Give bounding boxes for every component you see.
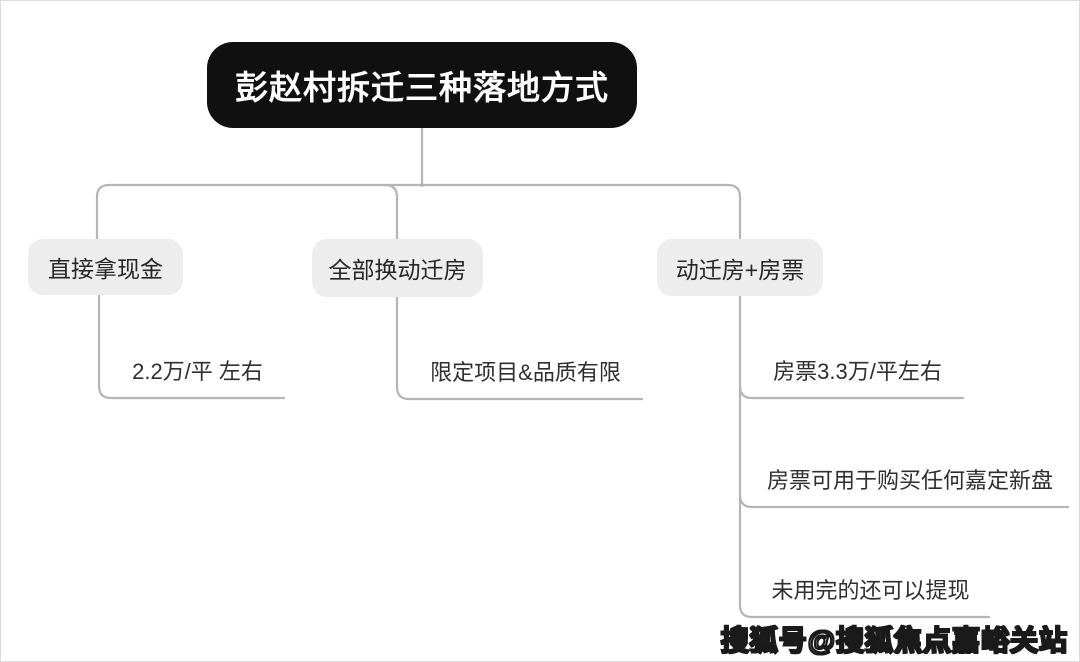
leaf-limited-projects: 限定项目&品质有限 xyxy=(430,360,621,385)
connector-leaf-limited xyxy=(395,295,644,401)
leaf-cash-price: 2.2万/平 左右 xyxy=(132,359,263,384)
leaf-ticket-usage: 房票可用于购买任何嘉定新盘 xyxy=(766,468,1053,493)
leaf-ticket-price: 房票3.3万/平左右 xyxy=(773,359,942,384)
connector-leaf-ticket-use xyxy=(738,493,1070,509)
watermark-text: 搜狐号@搜狐焦点嘉峪关站 xyxy=(720,624,1068,657)
root-node: 彭赵村拆迁三种落地方式 xyxy=(207,42,637,128)
connector-leaf-cash xyxy=(97,293,286,400)
connector-main-rail xyxy=(95,183,742,242)
leaf-ticket-withdraw: 未用完的还可以提现 xyxy=(771,578,970,603)
branch-node-relocation-housing: 全部换动迁房 xyxy=(312,239,483,297)
connector-leaf-ticket-cash xyxy=(738,603,991,619)
branch-node-cash: 直接拿现金 xyxy=(28,239,183,295)
connector-middle-drop xyxy=(383,183,399,242)
connector-leaf-ticket-price xyxy=(738,384,965,400)
branch-node-housing-plus-ticket: 动迁房+房票 xyxy=(657,239,823,296)
